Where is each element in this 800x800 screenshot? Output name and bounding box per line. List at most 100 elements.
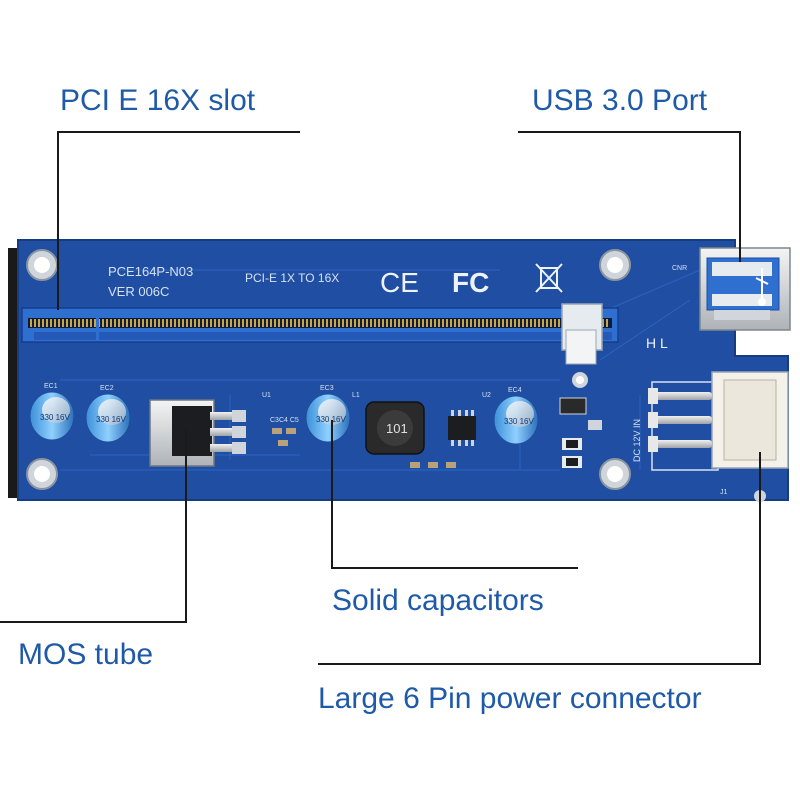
six-pin-power-connector xyxy=(648,371,789,469)
slot-pin xyxy=(214,319,216,327)
slot-pin xyxy=(50,319,52,327)
slot-pin xyxy=(186,319,188,327)
slot-pin xyxy=(478,319,480,327)
slot-pin xyxy=(454,319,456,327)
slot-pin xyxy=(410,319,412,327)
slot-pin xyxy=(274,319,276,327)
slot-pin xyxy=(314,319,316,327)
slot-pin xyxy=(374,319,376,327)
slot-pin xyxy=(142,319,144,327)
slot-pin xyxy=(170,319,172,327)
slot-pin xyxy=(370,319,372,327)
slot-pin xyxy=(178,319,180,327)
slot-pin xyxy=(326,319,328,327)
slot-pin xyxy=(78,319,80,327)
slot-pin xyxy=(430,319,432,327)
usb-logo-icon xyxy=(755,268,769,306)
slot-pin xyxy=(130,319,132,327)
slot-pin xyxy=(486,319,488,327)
ce-mark: CE xyxy=(380,267,419,298)
slot-pin xyxy=(158,319,160,327)
j1-text: J1 xyxy=(720,489,728,496)
leader-mos xyxy=(0,430,187,623)
slot-pin xyxy=(162,319,164,327)
slot-pin xyxy=(558,319,560,327)
slot-pin xyxy=(306,319,308,327)
slot-pin xyxy=(278,319,280,327)
slot-pin xyxy=(234,319,236,327)
slot-pin xyxy=(354,319,356,327)
slot-pin xyxy=(390,319,392,327)
slot-pin xyxy=(46,319,48,327)
slot-pin xyxy=(498,319,500,327)
c3c4c5-text: C3C4 C5 xyxy=(270,417,299,424)
slot-pin xyxy=(530,319,532,327)
slot-pin xyxy=(386,319,388,327)
capacitor-mark: EC4 xyxy=(508,387,522,394)
slot-pin xyxy=(606,319,608,327)
slot-pin xyxy=(218,319,220,327)
slot-pin xyxy=(458,319,460,327)
diodes xyxy=(559,397,602,468)
u1-text: U1 xyxy=(262,392,271,399)
slot-pin xyxy=(146,319,148,327)
cnr-text: CNR xyxy=(672,265,687,272)
slot-pin xyxy=(166,319,168,327)
slot-pin xyxy=(534,319,536,327)
slot-pin xyxy=(34,319,36,327)
label-usb-port: USB 3.0 Port xyxy=(532,84,708,117)
slot-pin xyxy=(542,319,544,327)
slot-pin xyxy=(394,319,396,327)
hl-text: H L xyxy=(646,335,668,351)
capacitor-mark: EC1 xyxy=(44,383,58,390)
mos-tube-component xyxy=(149,399,246,467)
slot-pin xyxy=(194,319,196,327)
slot-pin xyxy=(350,319,352,327)
slot-pin xyxy=(446,319,448,327)
slot-pin xyxy=(62,319,64,327)
slot-pin xyxy=(282,319,284,327)
slot-pin xyxy=(506,319,508,327)
slot-pin xyxy=(334,319,336,327)
slot-pin xyxy=(58,319,60,327)
slot-pin xyxy=(462,319,464,327)
slot-pin xyxy=(70,319,72,327)
slot-pin xyxy=(258,319,260,327)
pcie-x16-slot xyxy=(21,303,619,365)
slot-pin xyxy=(86,319,88,327)
slot-pin xyxy=(310,319,312,327)
slot-pin xyxy=(94,319,96,327)
capacitor-mark: EC2 xyxy=(100,385,114,392)
slot-pin xyxy=(538,319,540,327)
slot-pin xyxy=(198,319,200,327)
slot-pin xyxy=(302,319,304,327)
slot-pin xyxy=(134,319,136,327)
slot-pin xyxy=(550,319,552,327)
capacitor-value: 330 16V xyxy=(504,417,534,426)
slot-pin xyxy=(434,319,436,327)
slot-pin xyxy=(266,319,268,327)
slot-pin xyxy=(406,319,408,327)
slot-pin xyxy=(206,319,208,327)
board-model-text: PCE164P-N03 xyxy=(108,264,193,279)
slot-pin xyxy=(246,319,248,327)
capacitor-value: 330 16V xyxy=(96,415,126,424)
slot-pin xyxy=(262,319,264,327)
fcc-mark: FC xyxy=(452,267,489,298)
inductor-marking: 101 xyxy=(386,421,408,436)
slot-pin xyxy=(90,319,92,327)
label-mos-tube: MOS tube xyxy=(18,638,154,671)
slot-pin xyxy=(426,319,428,327)
u2-text: U2 xyxy=(482,392,491,399)
slot-pin xyxy=(318,319,320,327)
slot-pin xyxy=(418,319,420,327)
slot-pin xyxy=(182,319,184,327)
slot-pin xyxy=(346,319,348,327)
slot-pin xyxy=(114,319,116,327)
slot-pin xyxy=(294,319,296,327)
slot-pin xyxy=(490,319,492,327)
slot-pin xyxy=(546,319,548,327)
usb3-port xyxy=(699,247,791,331)
